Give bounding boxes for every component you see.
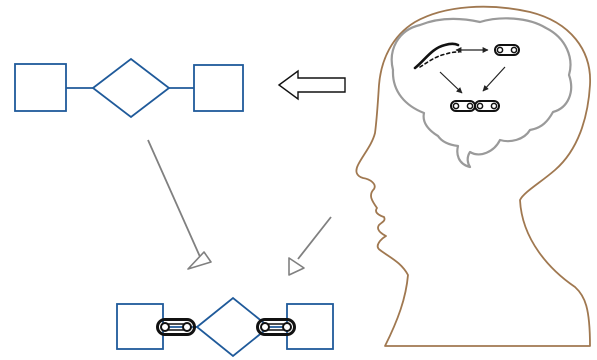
er-diagram-top [14, 57, 244, 119]
arrow-er-to-combined [147, 139, 212, 270]
er-diagram-combined [116, 296, 334, 358]
entity-box-left [116, 303, 164, 350]
entity-box-right [193, 64, 244, 112]
entity-box-left [14, 63, 67, 112]
relationship-diamond [91, 57, 171, 119]
arrow-mind-to-combined [288, 216, 332, 276]
brain-outline-icon [390, 17, 573, 169]
brain-arrow-to-chain [482, 66, 506, 92]
open-triangle-arrow-icon [187, 251, 212, 270]
human-head-profile-icon [355, 5, 591, 347]
hollow-left-arrow-icon [277, 69, 346, 101]
open-triangle-arrow-icon [288, 257, 305, 276]
brain-arrow-to-chain [439, 71, 463, 94]
